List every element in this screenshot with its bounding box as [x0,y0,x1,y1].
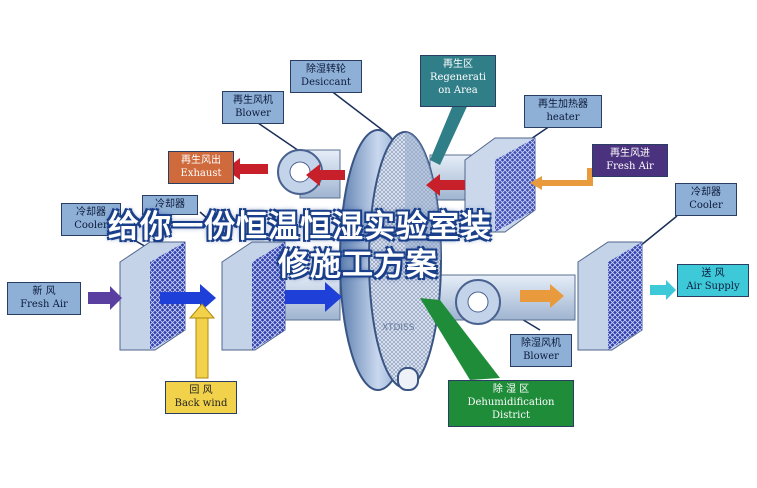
regen-pointer [430,100,470,165]
label-regeneration-en: Regenerati [429,72,487,83]
label-dehum-district-en2: District [492,410,530,421]
overlay-title-line2: 修施工方案 [278,247,438,283]
label-regeneration-en2: on Area [438,85,478,96]
label-desiccant: 除湿转轮 Desiccant [290,60,362,93]
overlay-title: 给你一份恒温恒湿实验室装 修施工方案 [108,208,668,284]
label-air-supply-en: Air Supply [686,281,740,292]
label-dehum-district: 除 湿 区 Dehumidification District [448,380,574,427]
label-cooler-right-zh: 冷却器 [691,187,721,198]
label-desiccant-en: Desiccant [301,77,351,88]
overlay-title-line1: 给你一份恒温恒湿实验室装 [108,209,492,245]
label-cooler-right: 冷却器 Cooler [675,183,737,216]
label-dehum-blower: 除湿风机 Blower [510,334,572,367]
arrow-process-1 [160,284,216,312]
label-back-wind-zh: 回 风 [189,385,213,396]
label-fresh-air-zh: 新 风 [32,286,56,297]
desiccant-wheel [339,129,442,391]
label-cooler-left-en: Cooler [74,220,108,231]
label-exhaust-zh: 再生风出 [181,155,221,166]
arrow-regen-wheel [306,164,345,186]
label-air-supply: 送 风 Air Supply [677,264,749,297]
label-regen-fresh-air-en: Fresh Air [606,161,654,172]
label-cooler-right-en: Cooler [689,200,723,211]
label-regen-blower-zh: 再生风机 [233,95,273,106]
label-regen-heater-en: heater [546,112,580,123]
label-regen-blower: 再生风机 Blower [222,91,284,124]
label-back-wind-en: Back wind [174,398,228,409]
arrow-supply [650,280,676,300]
arrow-process-2 [285,282,342,312]
label-regeneration: 再生区 Regenerati on Area [420,55,496,107]
cooler-right-unit [577,241,643,351]
arrow-fresh-in [88,286,122,310]
label-dehum-blower-en: Blower [523,351,559,362]
label-desiccant-zh: 除湿转轮 [306,64,346,75]
arrow-regen-in [530,168,593,190]
label-regen-heater-zh: 再生加热器 [538,99,588,110]
regen-heater-mesh [495,138,535,232]
label-cooler-mid-zh: 冷却器 [155,199,185,210]
arrows [88,158,676,379]
label-regeneration-zh: 再生区 [443,59,473,70]
dehum-blower-fan [467,291,489,313]
label-cooler-mid: 冷却器 [142,195,198,215]
label-dehum-district-en: Dehumidification [467,397,555,408]
label-dehum-blower-zh: 除湿风机 [521,338,561,349]
label-fresh-air: 新 风 Fresh Air [7,282,81,315]
label-exhaust-en: Exhaust [180,168,222,179]
arrow-back-wind [188,303,216,379]
label-dehum-district-zh: 除 湿 区 [492,384,530,395]
label-fresh-air-en: Fresh Air [20,299,68,310]
label-regen-heater: 再生加热器 heater [524,95,602,128]
label-regen-fresh-air: 再生风进 Fresh Air [592,144,668,177]
arrow-process-3 [520,284,564,308]
dehum-pointer [420,298,500,380]
label-back-wind: 回 风 Back wind [165,381,237,414]
label-cooler-left: 冷却器 Cooler [61,203,121,236]
cooler-mid-unit [221,241,286,351]
regen-blower-fan [289,161,311,183]
watermark-text: XTDISS [382,323,415,333]
label-air-supply-zh: 送 风 [701,268,725,279]
arrow-regen-through [426,174,465,196]
label-regen-fresh-air-zh: 再生风进 [610,148,650,159]
label-exhaust: 再生风出 Exhaust [168,151,234,184]
label-regen-blower-en: Blower [235,108,271,119]
label-cooler-left-zh: 冷却器 [76,207,106,218]
